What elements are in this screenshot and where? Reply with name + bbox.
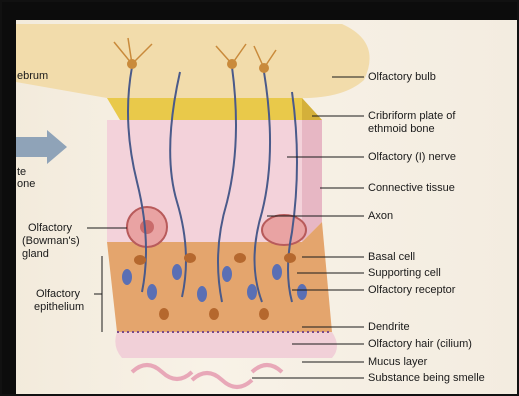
label-bone-fragment-2: one: [17, 178, 35, 190]
label-cribriform-line2: ethmoid bone: [368, 123, 435, 135]
label-gland-line1: Olfactory: [28, 222, 72, 234]
label-dendrite: Dendrite: [368, 321, 410, 333]
label-axon: Axon: [368, 210, 393, 222]
olfactory-bulb-shape: [16, 24, 370, 98]
label-gland-line2: (Bowman's): [22, 235, 80, 247]
label-epithelium-line1: Olfactory: [36, 288, 80, 300]
label-olfactory-hair: Olfactory hair (cilium): [368, 338, 472, 350]
label-gland-line3: gland: [22, 248, 49, 260]
substance-swirl-3: [252, 365, 282, 372]
label-olfactory-bulb: Olfactory bulb: [368, 71, 436, 83]
label-bone-fragment-1: te: [17, 166, 26, 178]
right-gland-ellipse: [262, 215, 306, 245]
substance-swirl-2: [192, 373, 252, 387]
label-substance-smelled: Substance being smelle: [368, 372, 485, 384]
mucus-layer-shape: [115, 332, 337, 358]
label-epithelium-line2: epithelium: [34, 301, 84, 313]
label-supporting-cell: Supporting cell: [368, 267, 441, 279]
label-cerebrum-fragment: ebrum: [17, 70, 48, 82]
gland-lumen: [140, 220, 154, 234]
label-connective-tissue: Connective tissue: [368, 182, 455, 194]
label-mucus-layer: Mucus layer: [368, 356, 427, 368]
cribriform-plate-shape: [107, 98, 322, 120]
label-cribriform-line1: Cribriform plate of: [368, 110, 455, 122]
left-arrow-shape: [16, 130, 67, 164]
label-olfactory-nerve: Olfactory (I) nerve: [368, 151, 456, 163]
label-basal-cell: Basal cell: [368, 251, 415, 263]
label-olfactory-receptor: Olfactory receptor: [368, 284, 455, 296]
substance-swirl-1: [132, 365, 192, 379]
